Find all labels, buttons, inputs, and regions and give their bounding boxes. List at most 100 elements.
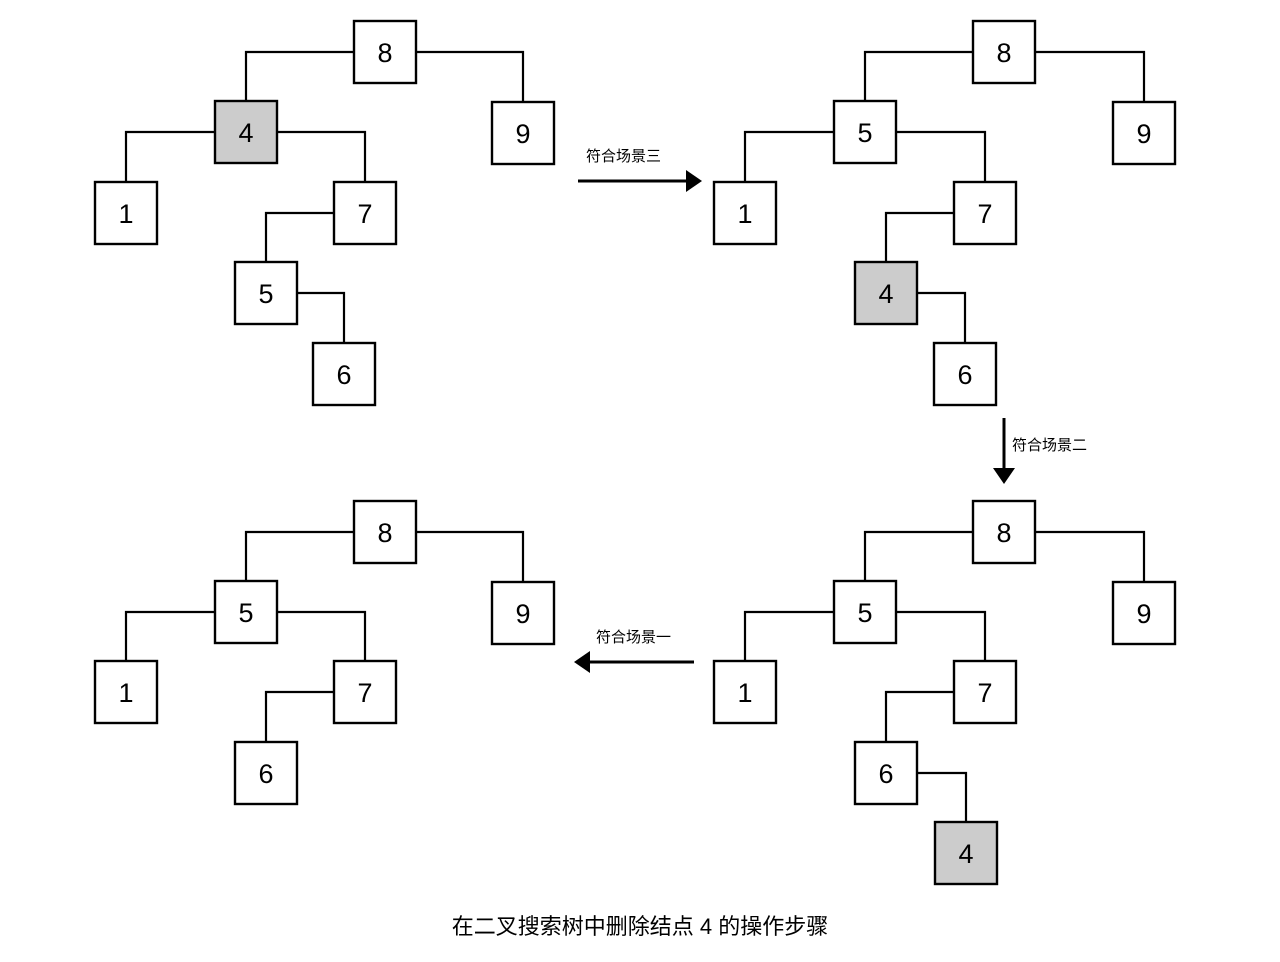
node-box — [233, 260, 299, 326]
arrow-head-icon — [686, 170, 702, 192]
tree-node-5: 5 — [233, 260, 299, 326]
tree-edge-7-to-4 — [884, 211, 954, 262]
node-box — [93, 659, 159, 725]
node-value-label: 8 — [996, 518, 1011, 548]
tree-edge-5-to-7 — [896, 610, 987, 661]
node-value-label: 6 — [957, 360, 972, 390]
node-box — [712, 180, 778, 246]
node-value-label: 4 — [238, 118, 253, 148]
tree-node-1: 1 — [712, 180, 778, 246]
binary-search-tree-step-3-edges — [743, 530, 1146, 822]
node-box — [952, 659, 1018, 725]
node-value-label: 4 — [958, 839, 973, 869]
tree-edge-5-to-7 — [277, 610, 367, 661]
tree-node-4: 4 — [933, 820, 999, 886]
node-value-label: 5 — [258, 279, 273, 309]
node-box — [1111, 580, 1177, 646]
node-box — [952, 180, 1018, 246]
node-value-label: 5 — [857, 118, 872, 148]
node-value-label: 9 — [515, 119, 530, 149]
node-box — [213, 579, 279, 645]
tree-edge-8-to-9 — [416, 50, 525, 102]
figure-caption-layer: 在二叉搜索树中删除结点 4 的操作步骤 — [452, 914, 828, 939]
node-value-label: 1 — [737, 199, 752, 229]
tree-edge-8-to-4 — [244, 50, 354, 101]
node-value-label: 9 — [1136, 119, 1151, 149]
node-box — [233, 740, 299, 806]
node-box — [352, 19, 418, 85]
node-value-label: 6 — [336, 360, 351, 390]
tree-edge-5-to-1 — [743, 130, 834, 182]
arrow-scenario-three: 符合场景三 — [578, 148, 702, 192]
tree-node-9: 9 — [490, 100, 556, 166]
tree-edge-4-to-6 — [917, 291, 967, 343]
tree-node-5: 5 — [213, 579, 279, 645]
node-value-label: 1 — [737, 678, 752, 708]
node-box — [490, 100, 556, 166]
tree-node-6: 6 — [233, 740, 299, 806]
node-value-label: 6 — [878, 759, 893, 789]
node-box-highlighted — [213, 99, 279, 165]
tree-node-4: 4 — [213, 99, 279, 165]
tree-node-8: 8 — [971, 499, 1037, 565]
node-box — [971, 19, 1037, 85]
tree-node-5: 5 — [832, 579, 898, 645]
node-value-label: 1 — [118, 678, 133, 708]
node-value-label: 7 — [357, 199, 372, 229]
node-value-label: 5 — [857, 598, 872, 628]
binary-search-tree-step-1-nodes: 8 4 9 1 7 5 6 — [93, 19, 556, 407]
tree-node-5: 5 — [832, 99, 898, 165]
tree-edge-8-to-9 — [1035, 50, 1146, 102]
tree-edge-8-to-9 — [416, 530, 525, 582]
arrow-label-text: 符合场景一 — [596, 629, 671, 646]
tree-node-6: 6 — [311, 341, 377, 407]
arrow-head-icon — [574, 651, 590, 673]
arrow-scenario-two: 符合场景二 — [993, 418, 1087, 484]
binary-search-tree-step-1-edges — [124, 50, 525, 343]
node-box — [311, 341, 377, 407]
tree-node-6: 6 — [932, 341, 998, 407]
node-value-label: 8 — [996, 38, 1011, 68]
node-value-label: 8 — [377, 518, 392, 548]
arrow-label-text: 符合场景二 — [1012, 437, 1087, 454]
node-box — [712, 659, 778, 725]
tree-node-8: 8 — [352, 19, 418, 85]
tree-node-7: 7 — [952, 180, 1018, 246]
node-value-label: 8 — [377, 38, 392, 68]
arrow-label-text: 符合场景三 — [586, 148, 661, 165]
tree-edge-8-to-5 — [863, 530, 973, 581]
tree-node-1: 1 — [93, 180, 159, 246]
arrow-head-icon — [993, 468, 1015, 484]
binary-search-tree-step-4-edges — [124, 530, 525, 742]
tree-node-9: 9 — [490, 580, 556, 646]
node-value-label: 1 — [118, 199, 133, 229]
tree-edge-5-to-6 — [297, 291, 346, 343]
node-value-label: 6 — [258, 759, 273, 789]
node-box — [832, 579, 898, 645]
tree-node-7: 7 — [332, 180, 398, 246]
node-box-highlighted — [853, 260, 919, 326]
node-box — [332, 180, 398, 246]
node-box — [490, 580, 556, 646]
tree-edge-4-to-1 — [124, 130, 215, 182]
node-box — [332, 659, 398, 725]
tree-node-4: 4 — [853, 260, 919, 326]
tree-edge-5-to-1 — [743, 610, 834, 661]
tree-node-9: 9 — [1111, 580, 1177, 646]
node-box — [1111, 100, 1177, 166]
tree-edge-8-to-9 — [1035, 530, 1146, 582]
node-box — [932, 341, 998, 407]
tree-node-1: 1 — [93, 659, 159, 725]
tree-edge-5-to-1 — [124, 610, 215, 661]
node-box-highlighted — [933, 820, 999, 886]
node-value-label: 9 — [1136, 599, 1151, 629]
tree-node-1: 1 — [712, 659, 778, 725]
node-box — [352, 499, 418, 565]
node-box — [832, 99, 898, 165]
